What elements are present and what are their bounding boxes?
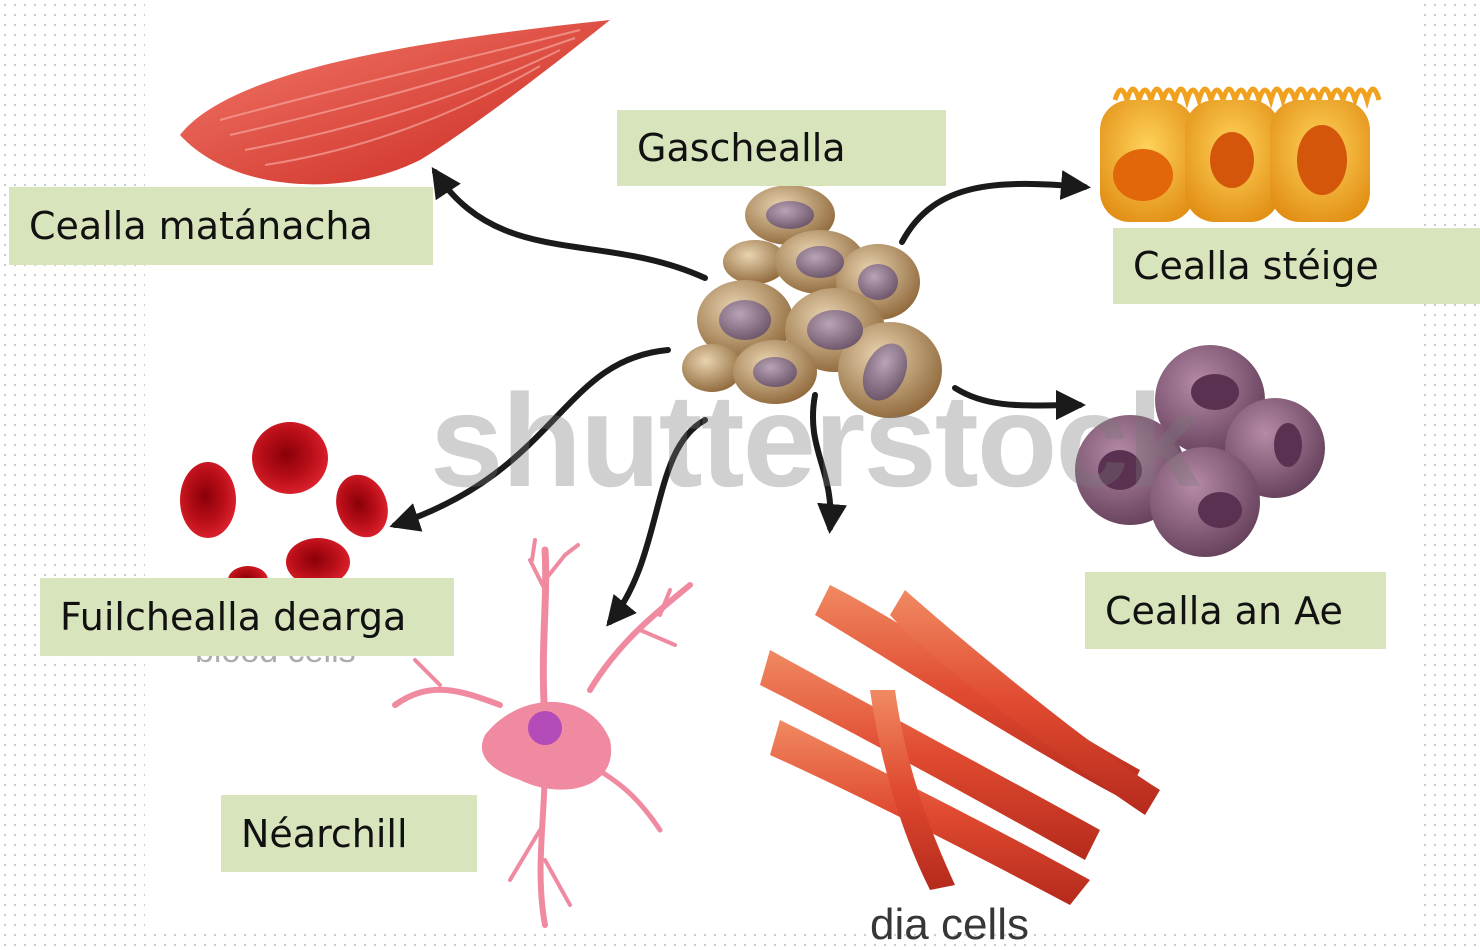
label-muscle-cell: Cealla matánacha: [9, 187, 433, 265]
bottom-caption-partial: dia cells: [870, 900, 1029, 950]
label-epithelial-cell: Cealla stéige: [1113, 228, 1480, 304]
arrow-to-epithelial-cell: [902, 184, 1085, 242]
label-stem-cell: Gaschealla: [617, 110, 946, 186]
red-blood-cells-illustration: [180, 422, 396, 594]
watermark-text: shutterstock: [430, 375, 1198, 507]
muscle-cell-illustration: [180, 20, 610, 184]
label-red-blood-cell: Fuilchealla dearga: [40, 578, 454, 656]
label-liver-cell: Cealla an Ae: [1085, 572, 1386, 649]
epithelial-cell-illustration: [1100, 89, 1379, 222]
arrow-to-muscle-cell: [435, 172, 705, 278]
label-nerve-cell: Néarchill: [221, 795, 477, 872]
